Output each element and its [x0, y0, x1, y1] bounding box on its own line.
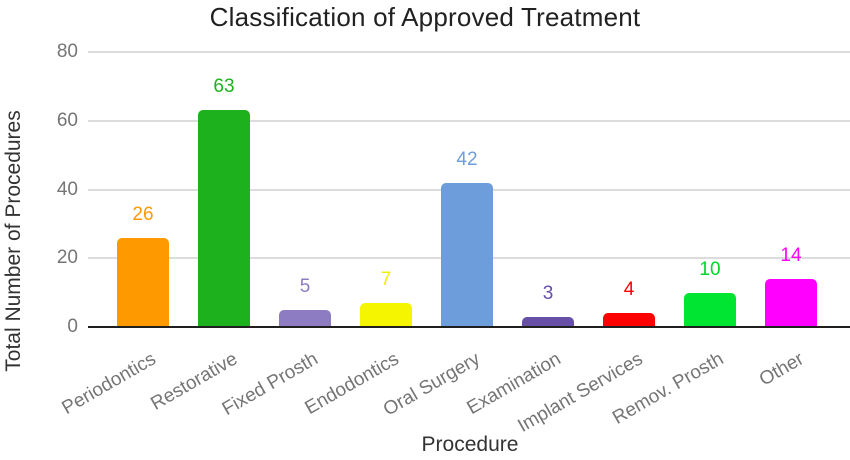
bar-value-label: 5 [299, 276, 311, 297]
y-tick-label: 20 [56, 247, 78, 269]
chart-title: Classification of Approved Treatment [209, 2, 641, 32]
bar-remov-prosth [684, 293, 736, 327]
bar-restorative [198, 110, 250, 327]
x-tick-label: Periodontics [58, 348, 160, 419]
bar-endodontics [360, 303, 412, 327]
bar-value-label: 7 [380, 269, 392, 290]
bar-other [765, 279, 817, 327]
bar-value-label: 4 [623, 279, 635, 300]
bar-examination [522, 317, 574, 327]
bar-periodontics [117, 238, 169, 327]
x-tick-label: Other [756, 348, 808, 391]
bar-value-label: 14 [780, 245, 802, 266]
bar-value-label: 10 [699, 259, 721, 280]
gridline [88, 51, 850, 53]
y-tick-label: 40 [56, 178, 78, 200]
y-tick-label: 60 [56, 109, 78, 131]
bar-value-label: 26 [132, 204, 154, 225]
gridline [88, 119, 850, 122]
bar-value-label: 42 [456, 149, 478, 170]
x-axis-title: Procedure [421, 433, 519, 456]
bar-value-label: 63 [213, 76, 235, 97]
y-tick-label: 80 [56, 41, 78, 62]
x-axis-line [88, 326, 850, 328]
bar-implant-services [603, 313, 655, 327]
bar-oral-surgery [441, 183, 493, 327]
bar-fixed-prosth [279, 310, 331, 327]
bar-value-label: 3 [542, 283, 554, 304]
y-tick-label: 0 [67, 316, 78, 337]
